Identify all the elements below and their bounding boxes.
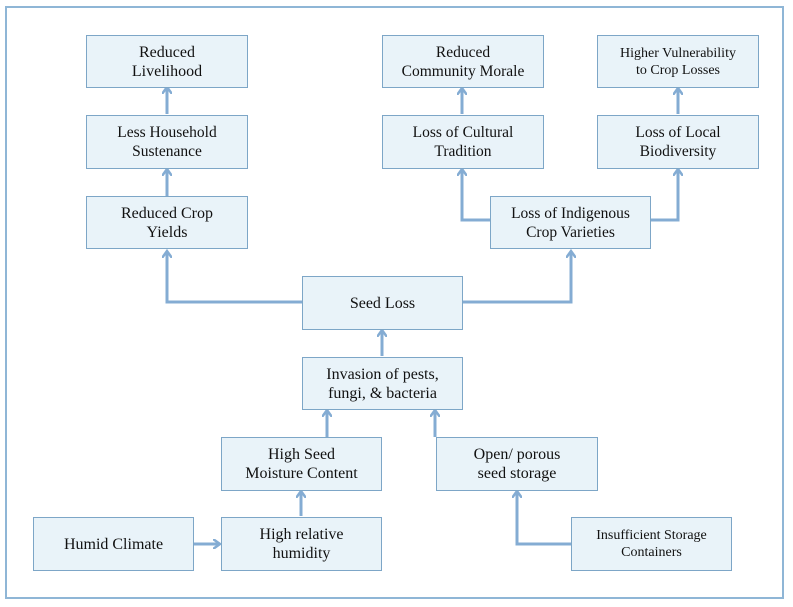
node-loss-local-biodiversity: Loss of Local Biodiversity (597, 115, 759, 169)
arrow-seedloss-to-yields (167, 252, 302, 304)
node-open-porous-storage: Open/ porous seed storage (436, 437, 598, 491)
node-reduced-crop-yields: Reduced Crop Yields (86, 196, 248, 249)
node-loss-cultural-tradition: Loss of Cultural Tradition (382, 115, 544, 169)
node-high-relative-humidity: High relative humidity (221, 517, 382, 571)
node-humid-climate: Humid Climate (33, 517, 194, 571)
node-less-household-sustenance: Less Household Sustenance (86, 115, 248, 169)
node-reduced-livelihood: Reduced Livelihood (86, 35, 248, 88)
arrow-seedloss-to-indigenous (463, 252, 571, 304)
arrow-containers-to-storage (517, 492, 571, 546)
node-high-seed-moisture: High Seed Moisture Content (221, 437, 382, 491)
node-insufficient-storage: Insufficient Storage Containers (571, 517, 732, 571)
arrow-indigenous-to-biodiversity (651, 170, 678, 222)
node-higher-vulnerability: Higher Vulnerability to Crop Losses (597, 35, 759, 88)
node-seed-loss: Seed Loss (302, 276, 463, 330)
node-reduced-community-morale: Reduced Community Morale (382, 35, 544, 88)
node-loss-indigenous-varieties: Loss of Indigenous Crop Varieties (490, 196, 651, 249)
node-invasion-pests: Invasion of pests, fungi, & bacteria (302, 357, 463, 410)
arrow-indigenous-to-tradition (462, 170, 490, 222)
